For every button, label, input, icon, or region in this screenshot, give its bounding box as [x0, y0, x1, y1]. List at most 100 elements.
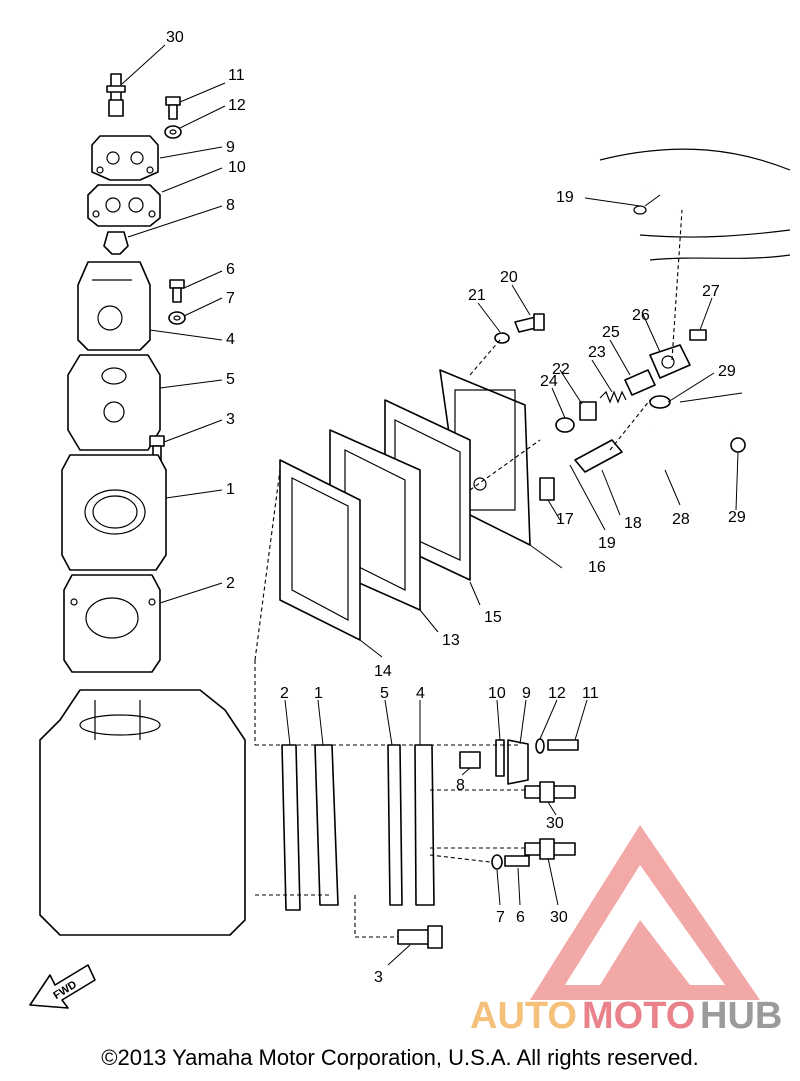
washer-21: [494, 332, 510, 344]
callout: 4: [226, 331, 235, 348]
callout: 10: [488, 685, 506, 702]
callout: 13: [442, 632, 460, 649]
callout: 9: [522, 685, 531, 702]
gasket-14: [279, 459, 361, 641]
side-plug-30-upper: [524, 781, 576, 803]
callout: 30: [550, 909, 568, 926]
callout: 18: [624, 515, 642, 532]
callout: 15: [484, 609, 502, 626]
side-gasket-5: [387, 744, 403, 906]
fwd-arrow-icon: FWD: [29, 964, 96, 1009]
thermostat-8: [103, 231, 129, 255]
callout: 2: [280, 685, 289, 702]
side-bolt-11: [547, 739, 579, 751]
side-cover-9: [507, 739, 529, 785]
callout: 11: [582, 685, 599, 702]
callout: 19: [598, 535, 616, 552]
cylinder-head-1: [61, 454, 167, 571]
side-cover-4: [414, 744, 435, 906]
callout: 23: [588, 344, 606, 361]
cover-9: [91, 135, 159, 181]
gasket-5: [67, 354, 161, 451]
head-gasket-2: [63, 574, 161, 673]
cylinder-head-cover-4: [77, 261, 151, 351]
watermark-text: AUTO MOTO HUB: [470, 995, 782, 1037]
callout: 4: [416, 685, 425, 702]
callout: 7: [226, 290, 235, 307]
spring-23: [599, 390, 627, 404]
joint-26: [649, 344, 691, 379]
side-head-1: [314, 744, 339, 906]
watermark-auto: AUTO: [470, 995, 577, 1037]
callout: 21: [468, 287, 486, 304]
fitting-22: [579, 401, 597, 421]
leader-lines: [121, 44, 743, 966]
bolt-11: [165, 96, 181, 120]
callout: 9: [226, 139, 235, 156]
outline-upper-cowl: [599, 148, 791, 261]
side-thermostat-8: [459, 751, 481, 769]
callout: 5: [380, 685, 389, 702]
callout: 30: [166, 29, 184, 46]
callout: 6: [516, 909, 525, 926]
gasket-25: [624, 369, 656, 396]
side-plug-30-lower: [524, 838, 576, 860]
callout: 8: [456, 777, 465, 794]
callout: 10: [228, 159, 246, 176]
callout: 20: [500, 269, 518, 286]
clip-29: [649, 395, 671, 409]
bolt-27: [689, 329, 707, 341]
callout: 30: [546, 815, 564, 832]
spark-plug-top: [106, 73, 126, 117]
side-washer-12: [535, 738, 545, 754]
callout: 12: [548, 685, 566, 702]
side-washer-7: [491, 854, 503, 870]
callout: 11: [228, 67, 245, 84]
callout: 1: [226, 481, 235, 498]
bolt-20: [514, 313, 545, 333]
callout: 16: [588, 559, 606, 576]
hose-28: [647, 425, 737, 467]
callout: 2: [226, 575, 235, 592]
bolt-6: [169, 279, 185, 303]
callout: 29: [718, 363, 736, 380]
side-gasket-2: [281, 744, 301, 911]
pipe-18: [574, 439, 623, 473]
dashed-alignment-lines: [254, 209, 683, 938]
watermark-moto: MOTO: [582, 995, 695, 1037]
hose-upper: [646, 179, 686, 211]
callout: 24: [540, 373, 558, 390]
washer-12: [164, 125, 182, 139]
callout: 7: [496, 909, 505, 926]
callout: 6: [226, 261, 235, 278]
callout: 28: [672, 511, 690, 528]
callout: 22: [552, 361, 570, 378]
watermark-logo-icon: [530, 825, 760, 1000]
gasket-10: [87, 184, 161, 227]
callout: 17: [556, 511, 574, 528]
nipple-24: [555, 417, 575, 433]
callout: 27: [702, 283, 720, 300]
callout: 8: [226, 197, 235, 214]
callout: 29: [728, 509, 746, 526]
pin-17: [539, 477, 555, 501]
callout: 26: [632, 307, 650, 324]
callout: 1: [314, 685, 323, 702]
clip-29-right: [730, 437, 746, 453]
callout: 14: [374, 663, 392, 680]
copyright-text: ©2013 Yamaha Motor Corporation, U.S.A. A…: [101, 1045, 699, 1070]
callout: 25: [602, 324, 620, 341]
callout: 12: [228, 97, 246, 114]
callout: 3: [374, 969, 383, 986]
callout: 5: [226, 371, 235, 388]
callout: 3: [226, 411, 235, 428]
callout-labels: 30 11 12 9 10 8 6 7 4 5 3 1 2 19 20 21 2…: [166, 29, 746, 986]
clamp-19: [633, 205, 647, 215]
side-bolt-6: [504, 855, 530, 867]
watermark-hub: HUB: [700, 995, 782, 1037]
side-fitting-3: [397, 925, 443, 949]
washer-7: [168, 311, 186, 325]
callout: 19: [556, 189, 574, 206]
crankcase-block: [39, 689, 246, 936]
